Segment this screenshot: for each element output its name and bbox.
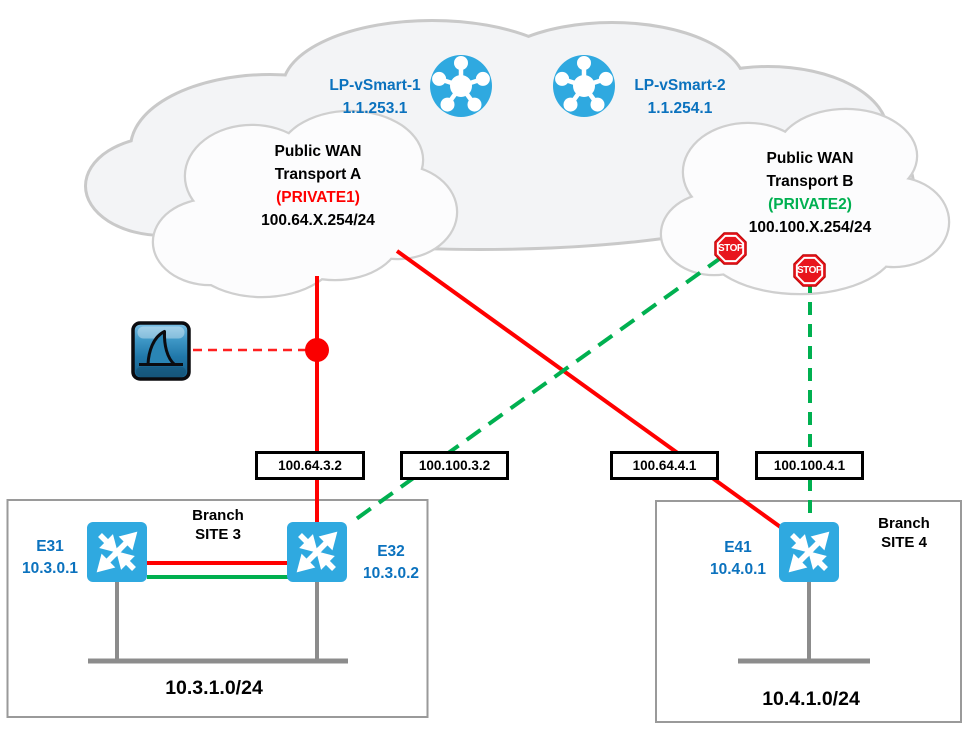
transport-a-label: Public WAN Transport A (PRIVATE1) 100.64… (228, 140, 408, 232)
interface-label-100-64-4-1: 100.64.4.1 (610, 451, 719, 480)
router-icon-e41 (779, 522, 839, 582)
interface-address: 100.64.4.1 (632, 458, 697, 473)
lan-segments (88, 582, 870, 664)
stop-sign-icon-1: STOP (713, 231, 748, 266)
vsmart1-ip: 1.1.253.1 (342, 100, 408, 117)
transport-b-label: Public WAN Transport B (PRIVATE2) 100.10… (720, 147, 900, 239)
interface-label-100-100-4-1: 100.100.4.1 (755, 451, 864, 480)
e31-name: E31 (36, 538, 64, 555)
transport-b-line1: Public WAN (766, 150, 854, 167)
transport-b-tag: (PRIVATE2) (768, 196, 852, 213)
vsmart1-name: LP-vSmart-1 (329, 77, 421, 94)
e32-name: E32 (377, 543, 405, 560)
transport-a-tag: (PRIVATE1) (276, 189, 360, 206)
site4-lan-label: 10.4.1.0/24 (762, 688, 860, 710)
e31-label: E31 10.3.0.1 (8, 536, 92, 580)
stop-sign-label: STOP (717, 243, 744, 254)
link-e32-transport-b (350, 255, 724, 524)
vsmart2-name: LP-vSmart-2 (634, 77, 726, 94)
transport-a-line2: Transport A (274, 166, 362, 183)
site3-lan-label: 10.3.1.0/24 (165, 677, 263, 699)
transport-b-cloud (659, 107, 951, 296)
transport-b-subnet: 100.100.X.254/24 (748, 219, 872, 236)
site3-title-line2: SITE 3 (195, 526, 241, 543)
e32-ip: 10.3.0.2 (362, 565, 420, 582)
site4-title: Branch SITE 4 (856, 514, 952, 552)
router-icon-e32 (287, 522, 347, 582)
capture-point-dot (305, 338, 329, 362)
stop-sign-label: STOP (796, 265, 823, 276)
router-icon-e31 (87, 522, 147, 582)
stop-sign-icon-2: STOP (792, 253, 827, 288)
vsmart2-icon (553, 55, 615, 117)
site4-title-line2: SITE 4 (881, 534, 927, 551)
e32-label: E32 10.3.0.2 (349, 541, 433, 585)
link-e41-transport-a (395, 249, 788, 533)
site3-title-line1: Branch (192, 507, 244, 524)
e41-ip: 10.4.0.1 (709, 561, 767, 578)
site4-title-line1: Branch (878, 515, 930, 532)
transport-a-line1: Public WAN (274, 143, 362, 160)
vsmart2-ip: 1.1.254.1 (647, 100, 713, 117)
e31-ip: 10.3.0.1 (21, 560, 79, 577)
vsmart2-label: LP-vSmart-2 1.1.254.1 (618, 74, 742, 120)
vsmart1-icon (430, 55, 492, 117)
transport-a-subnet: 100.64.X.254/24 (261, 212, 375, 229)
wireshark-icon (131, 321, 191, 381)
transport-b-line2: Transport B (766, 173, 854, 190)
site3-box (6, 499, 429, 718)
interface-label-100-100-3-2: 100.100.3.2 (400, 451, 509, 480)
site3-title: Branch SITE 3 (170, 506, 266, 544)
transport-a-cloud (151, 109, 459, 299)
interface-label-100-64-3-2: 100.64.3.2 (255, 451, 365, 480)
vsmart1-label: LP-vSmart-1 1.1.253.1 (315, 74, 435, 120)
interface-address: 100.100.3.2 (418, 458, 491, 473)
interface-address: 100.64.3.2 (278, 458, 342, 473)
e41-name: E41 (724, 539, 752, 556)
e41-label: E41 10.4.0.1 (696, 537, 780, 581)
interface-address: 100.100.4.1 (773, 458, 846, 473)
